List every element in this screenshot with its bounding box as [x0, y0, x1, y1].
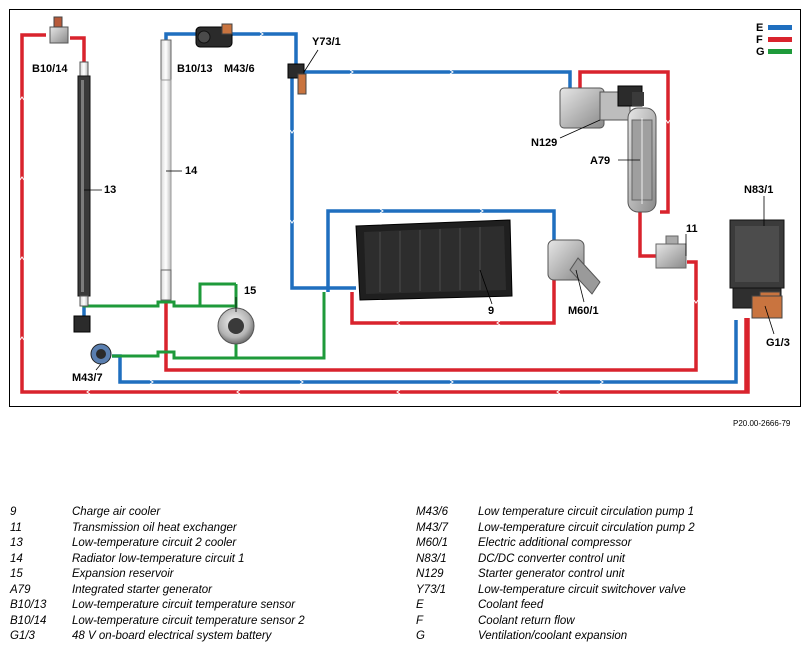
radiator-14: [160, 39, 172, 301]
component-legend: 9 Charge air cooler 11 Transmission oil hea…: [0, 500, 811, 649]
legend-right-code-0: M43/6: [416, 506, 448, 518]
label-n83-1: N83/1: [744, 184, 773, 196]
legend-right-code-7: F: [416, 614, 424, 627]
legend-right-code-6: E: [416, 599, 424, 611]
valve-y73-1: [287, 63, 307, 95]
starter-generator-a79: [627, 107, 657, 213]
legend-left-text-5: Integrated starter generator: [72, 583, 212, 596]
sensor-b10-14: [49, 16, 69, 44]
electric-compressor-m60-1: [547, 239, 601, 295]
legend-left-code-3: 14: [10, 552, 23, 565]
legend-left-text-3: Radiator low-temperature circuit 1: [72, 552, 245, 565]
legend-right-text-1: Low-temperature circuit circulation pump…: [478, 521, 695, 534]
legend-right-code-3: N83/1: [416, 552, 447, 565]
ventilation-lines: [82, 282, 326, 360]
return-flow-lines: [20, 33, 750, 394]
label-13: 13: [104, 184, 116, 196]
legend-key-e: E: [756, 22, 763, 34]
legend-right-text-5: Low-temperature circuit switchover valve: [478, 583, 686, 596]
legend-right-text-4: Starter generator control unit: [478, 568, 625, 580]
cooler-13: [77, 61, 91, 307]
legend-left-text-1: Transmission oil heat exchanger: [72, 521, 237, 534]
legend-swatch-f: [768, 37, 792, 42]
legend-left-text-8: 48 V on-board electrical system battery: [72, 630, 272, 642]
legend-left-text-2: Low-temperature circuit 2 cooler: [72, 537, 237, 549]
legend-right-code-2: M60/1: [416, 537, 448, 549]
label-11: 11: [686, 223, 698, 235]
flow-arrows: [19, 31, 699, 395]
coolant-circuit-diagram: E F G: [9, 9, 801, 407]
legend-left-text-7: Low-temperature circuit temperature sens…: [72, 614, 305, 627]
legend-left-code-0: 9: [10, 506, 17, 518]
legend-right-code-4: N129: [416, 568, 444, 580]
leader-lines: [84, 49, 775, 371]
expansion-reservoir-15: [217, 307, 255, 345]
label-m60-1: M60/1: [568, 305, 599, 317]
label-n129: N129: [531, 137, 557, 149]
legend-right-text-3: DC/DC converter control unit: [478, 552, 625, 565]
legend-left-text-4: Expansion reservoir: [72, 568, 174, 580]
label-14: 14: [185, 165, 198, 177]
label-m43-6: M43/6: [224, 63, 255, 75]
pump-m43-6: [195, 23, 233, 48]
legend-key-f: F: [756, 34, 763, 46]
legend-left-code-5: A79: [10, 583, 31, 596]
legend-left-code-4: 15: [10, 568, 23, 580]
legend-left-code-1: 11: [10, 521, 22, 534]
battery-g1-3: [751, 295, 783, 319]
label-g1-3: G1/3: [766, 337, 790, 349]
heat-exchanger-11: [655, 235, 687, 269]
legend-right-text-2: Electric additional compressor: [478, 537, 632, 549]
line-type-legend: E F G: [756, 22, 792, 58]
legend-key-g: G: [756, 46, 765, 58]
control-unit-n129: [559, 85, 644, 129]
dcdc-converter-n83-1: [729, 219, 785, 309]
legend-left-code-7: B10/14: [10, 614, 47, 627]
legend-left-text-6: Low-temperature circuit temperature sens…: [72, 599, 296, 611]
legend-swatch-e: [768, 25, 792, 30]
charge-air-cooler-9: [355, 219, 513, 301]
legend-right-code-1: M43/7: [416, 521, 448, 534]
label-y73-1: Y73/1: [312, 36, 341, 48]
legend-left-code-8: G1/3: [10, 630, 35, 642]
label-15: 15: [244, 285, 256, 297]
legend-left-code-6: B10/13: [10, 599, 47, 611]
legend-right-code-5: Y73/1: [416, 583, 447, 596]
label-a79: A79: [590, 155, 610, 167]
legend-right-text-7: Coolant return flow: [478, 614, 575, 627]
legend-swatch-g: [768, 49, 792, 54]
legend-left-code-2: 13: [10, 537, 23, 549]
figure-code: P20.00-2666-79: [733, 419, 791, 428]
label-m43-7: M43/7: [72, 372, 103, 384]
pump-m43-7: [73, 315, 112, 365]
legend-right-code-8: G: [416, 630, 425, 642]
label-b10-13: B10/13: [177, 63, 212, 75]
label-b10-14: B10/14: [32, 63, 68, 75]
label-9: 9: [488, 305, 494, 317]
diagram-frame: [9, 9, 801, 407]
legend-left-text-0: Charge air cooler: [72, 506, 161, 518]
legend-right-text-8: Ventilation/coolant expansion: [478, 630, 628, 642]
legend-right-text-0: Low temperature circuit circulation pump…: [478, 506, 695, 518]
component-labels: B10/14 B10/13 M43/6 Y73/1 N129 A79 N83/1…: [32, 36, 790, 384]
legend-right-text-6: Coolant feed: [478, 599, 544, 611]
